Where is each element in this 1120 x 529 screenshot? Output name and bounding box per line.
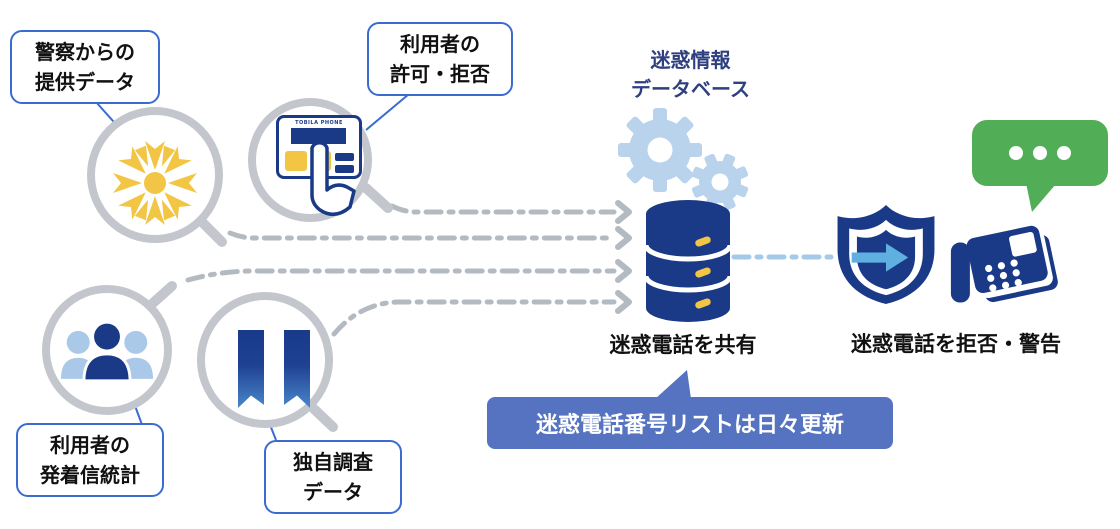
update-banner-text: 迷惑電話番号リストは日々更新 [535,413,844,438]
police-source-circle [87,107,223,243]
label-survey-line1: 独自調査 [293,450,373,474]
label-permission-line2: 許可・拒否 [390,62,490,86]
shield-arrow-icon [837,205,935,304]
database-title-line1: 迷惑情報 [650,48,731,72]
device-button-navy [335,165,354,173]
ribbon-right [284,330,310,408]
dashed-flow-lines [185,203,617,337]
desk-phone-icon [950,225,1058,303]
share-caption: 迷惑電話を共有 [609,333,757,357]
label-user-permission: 利用者の 許可・拒否 [367,22,513,96]
tapping-finger-icon [310,142,356,217]
database-cylinder-icon [643,200,733,322]
user-permission-circle: TOBILA PHONE [248,98,372,222]
gears-icon [618,108,749,211]
banner-pointer [655,370,691,399]
survey-data-circle [197,292,333,428]
device-button-navy [335,153,354,161]
magnifier-handles [148,183,393,432]
label-user-stats: 利用者の 発着信統計 [16,423,164,497]
label-stats-line2: 発着信統計 [40,463,140,487]
update-banner: 迷惑電話番号リストは日々更新 [487,397,893,449]
label-survey-data: 独自調査 データ [264,440,402,514]
gear-large [618,108,702,192]
device-brand-text: TOBILA PHONE [295,120,343,126]
arrowheads [615,200,632,314]
ribbon-left [238,330,264,408]
police-emblem-icon [113,141,197,225]
label-police-data: 警察からの 提供データ [10,30,160,104]
speech-bubble-icon [972,120,1108,212]
database-title-line2: データベース [631,77,750,101]
gear-small [691,153,749,211]
label-police-line2: 提供データ [35,70,135,94]
label-survey-line2: データ [303,480,363,504]
device-screen [291,128,346,144]
database-title: 迷惑情報 データベース [593,46,788,104]
label-stats-line1: 利用者の [50,433,130,457]
users-icon [60,320,154,383]
device-button-yellow [285,151,307,171]
user-stats-circle [42,285,172,415]
label-police-line1: 警察からの [35,40,135,64]
label-permission-line1: 利用者の [400,32,480,56]
reject-warn-caption: 迷惑電話を拒否・警告 [851,332,1061,356]
